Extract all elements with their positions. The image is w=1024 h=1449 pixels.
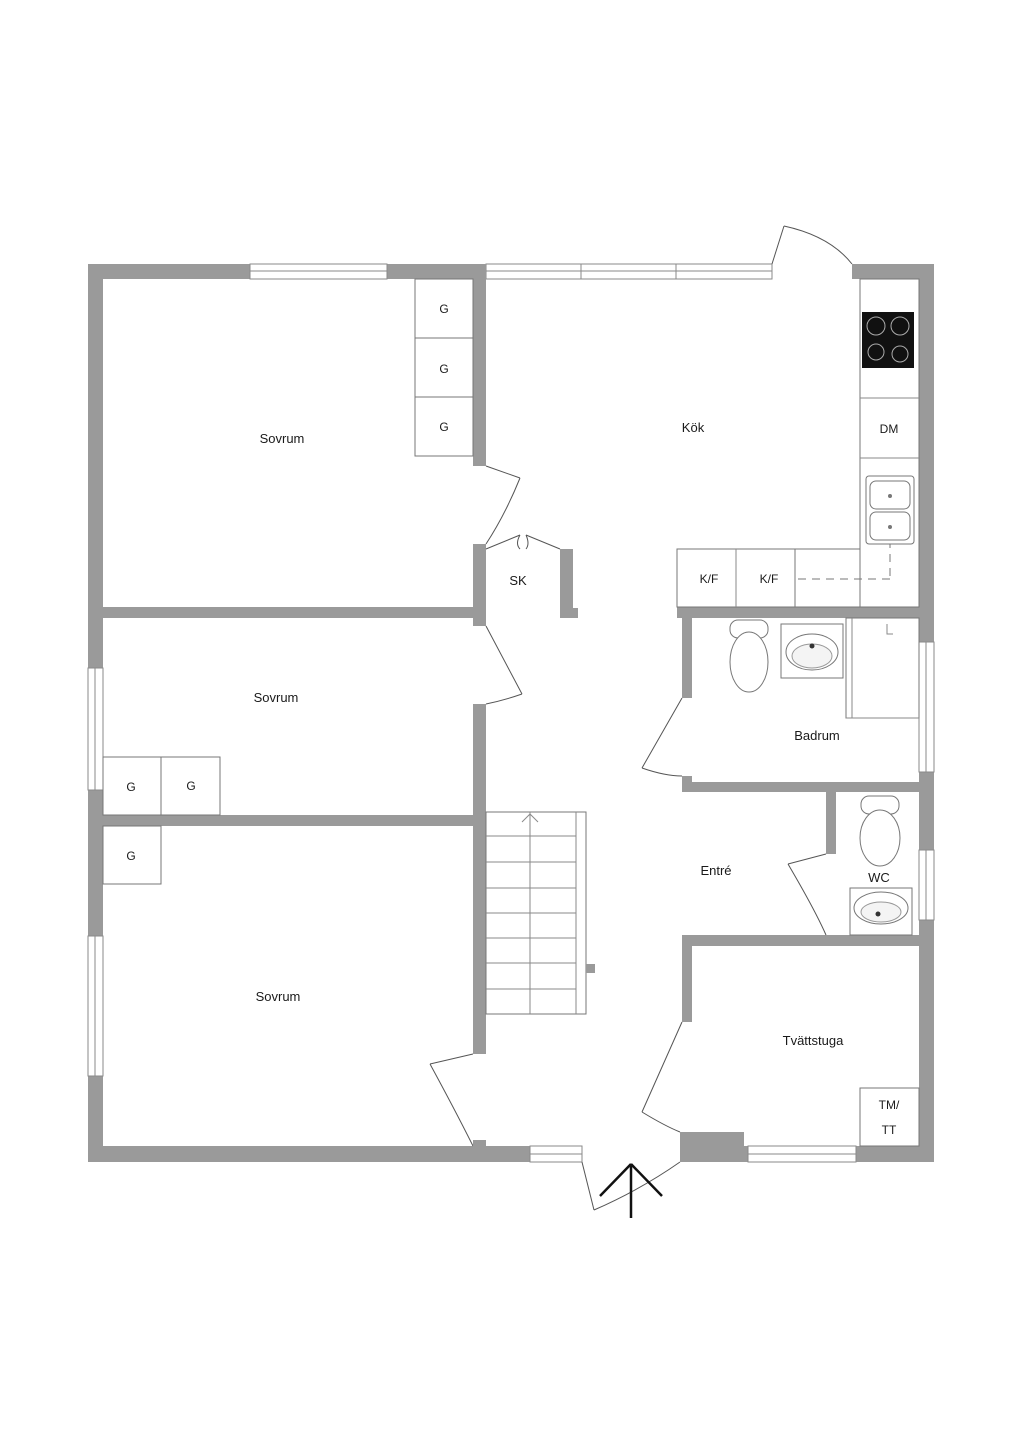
- entrance-arrow-icon: [599, 1163, 663, 1218]
- fridge-freezer-label: K/F: [760, 572, 779, 586]
- room-label-bedroom-middle: Sovrum: [254, 690, 299, 705]
- washer-label-line1: TM/: [879, 1098, 900, 1112]
- interior-walls: [103, 264, 919, 1054]
- shower-icon: [845, 617, 920, 719]
- wc-toilet-icon: [859, 795, 901, 867]
- wardrobe-label: G: [126, 780, 135, 794]
- doors: [429, 225, 853, 1211]
- room-label-closet: SK: [509, 573, 527, 588]
- wardrobe-label: G: [186, 779, 195, 793]
- room-label-hall: Entré: [700, 863, 731, 878]
- wardrobes-top-bedroom: [414, 278, 474, 457]
- washer-label-line2: TT: [882, 1123, 897, 1137]
- room-label-bedroom-bottom: Sovrum: [256, 989, 301, 1004]
- dishwasher-label: DM: [880, 422, 899, 436]
- wardrobe-label: G: [439, 362, 448, 376]
- kitchen-sink-icon: [865, 475, 915, 545]
- outer-walls: [88, 264, 934, 1162]
- room-label-kitchen: Kök: [682, 420, 705, 435]
- wardrobe-bottom-bedroom: [102, 825, 162, 885]
- room-label-bathroom: Badrum: [794, 728, 840, 743]
- wardrobes-middle-bedroom: [102, 756, 221, 816]
- hob-icon: [862, 312, 914, 368]
- wardrobe-label: G: [439, 420, 448, 434]
- windows: [87, 263, 935, 1163]
- bathroom-sink-icon: [780, 623, 844, 679]
- room-label-bedroom-top: Sovrum: [260, 431, 305, 446]
- wardrobe-label: G: [126, 849, 135, 863]
- room-label-wc: WC: [868, 870, 890, 885]
- staircase: [485, 811, 595, 1015]
- room-label-laundry: Tvättstuga: [783, 1033, 844, 1048]
- fridge-freezer-label: K/F: [700, 572, 719, 586]
- wc-sink-icon: [849, 887, 913, 936]
- bathroom-toilet-icon: [729, 619, 769, 693]
- wardrobe-label: G: [439, 302, 448, 316]
- washer-cabinet: [859, 1087, 920, 1147]
